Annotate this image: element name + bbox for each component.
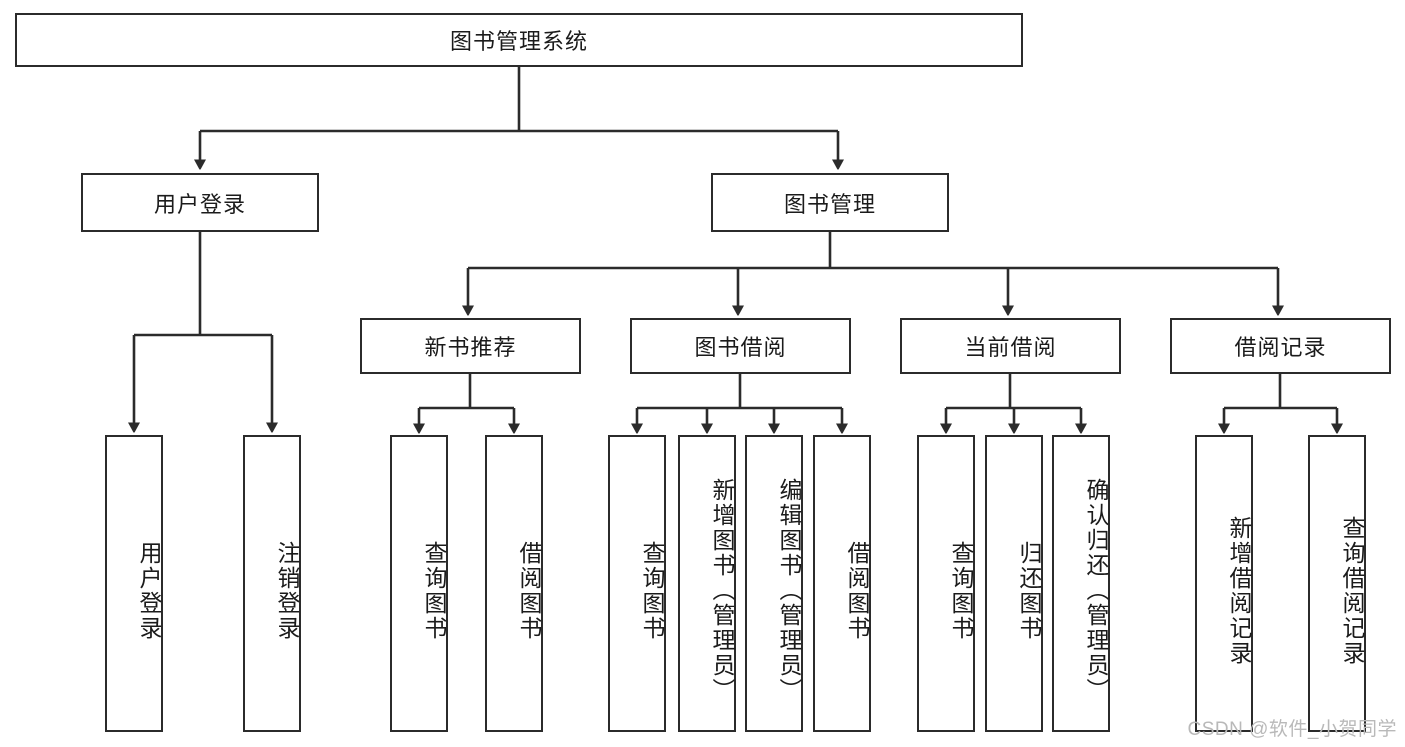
node-leaf-edit-book[interactable]: 编辑图书（管理员） — [745, 435, 803, 732]
node-root-label: 图书管理系统 — [449, 29, 588, 54]
node-new-book-rec-label: 新书推荐 — [424, 335, 517, 360]
node-leaf-return-book-label: 归还图书 — [1016, 540, 1042, 641]
node-leaf-confirm-return[interactable]: 确认归还（管理员） — [1052, 435, 1110, 732]
node-book-borrow-label: 图书借阅 — [694, 335, 787, 360]
node-book-manage-label: 图书管理 — [783, 191, 876, 217]
node-leaf-add-book-label: 新增图书（管理员） — [709, 478, 735, 703]
node-book-borrow[interactable]: 图书借阅 — [630, 318, 851, 374]
node-user-login-label: 用户登录 — [153, 191, 246, 217]
node-leaf-borrow-book-2-label: 借阅图书 — [844, 540, 870, 641]
node-leaf-add-book[interactable]: 新增图书（管理员） — [678, 435, 736, 732]
node-leaf-add-record[interactable]: 新增借阅记录 — [1195, 435, 1253, 732]
node-leaf-query-book-2-label: 查询图书 — [639, 540, 665, 641]
node-leaf-add-record-label: 新增借阅记录 — [1226, 515, 1252, 666]
node-user-login[interactable]: 用户登录 — [81, 173, 319, 232]
node-leaf-query-record[interactable]: 查询借阅记录 — [1308, 435, 1366, 732]
node-leaf-query-book-2[interactable]: 查询图书 — [608, 435, 666, 732]
node-root[interactable]: 图书管理系统 — [15, 13, 1023, 67]
node-leaf-user-login[interactable]: 用户登录 — [105, 435, 163, 732]
node-leaf-confirm-return-label: 确认归还（管理员） — [1083, 478, 1109, 703]
node-current-borrow[interactable]: 当前借阅 — [900, 318, 1121, 374]
node-leaf-edit-book-label: 编辑图书（管理员） — [776, 478, 802, 703]
node-leaf-query-book-1[interactable]: 查询图书 — [390, 435, 448, 732]
node-leaf-query-book-1-label: 查询图书 — [421, 540, 447, 641]
node-leaf-query-record-label: 查询借阅记录 — [1339, 515, 1365, 666]
node-new-book-rec[interactable]: 新书推荐 — [360, 318, 581, 374]
node-book-manage[interactable]: 图书管理 — [711, 173, 949, 232]
node-leaf-borrow-book-1[interactable]: 借阅图书 — [485, 435, 543, 732]
node-leaf-borrow-book-2[interactable]: 借阅图书 — [813, 435, 871, 732]
node-leaf-logout[interactable]: 注销登录 — [243, 435, 301, 732]
node-leaf-user-login-label: 用户登录 — [136, 540, 162, 641]
node-leaf-logout-label: 注销登录 — [274, 540, 300, 641]
node-borrow-record[interactable]: 借阅记录 — [1170, 318, 1391, 374]
node-leaf-borrow-book-1-label: 借阅图书 — [516, 540, 542, 641]
node-borrow-record-label: 借阅记录 — [1234, 335, 1327, 360]
node-current-borrow-label: 当前借阅 — [964, 335, 1057, 360]
node-leaf-query-book-3-label: 查询图书 — [948, 540, 974, 641]
node-leaf-query-book-3[interactable]: 查询图书 — [917, 435, 975, 732]
node-leaf-return-book[interactable]: 归还图书 — [985, 435, 1043, 732]
